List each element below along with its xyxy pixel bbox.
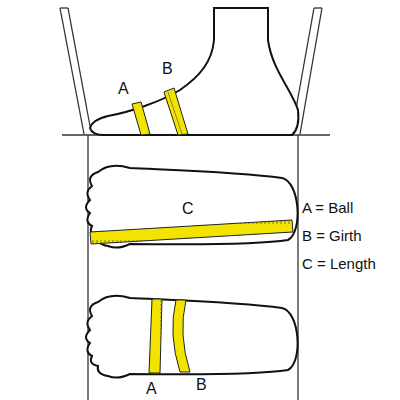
tape-ball-bottom xyxy=(149,299,162,373)
tape-girth-bottom xyxy=(173,300,190,372)
callout-letter: C xyxy=(182,200,194,218)
legend-entry: C = Length xyxy=(302,256,376,273)
legend-entry: B = Girth xyxy=(302,228,362,245)
legend-entry: A = Ball xyxy=(302,200,353,217)
callout-letter: A xyxy=(146,380,157,398)
bottom-foot xyxy=(86,296,298,378)
callout-letter: B xyxy=(196,376,207,394)
tape-girth-side xyxy=(164,88,188,135)
callout-letter: A xyxy=(118,80,129,98)
tape-ball-side xyxy=(132,102,150,135)
side-foot xyxy=(90,8,298,135)
top-foot xyxy=(86,166,298,248)
tape-length xyxy=(90,220,293,244)
callout-letter: B xyxy=(162,60,173,78)
measuring-box xyxy=(60,8,330,400)
